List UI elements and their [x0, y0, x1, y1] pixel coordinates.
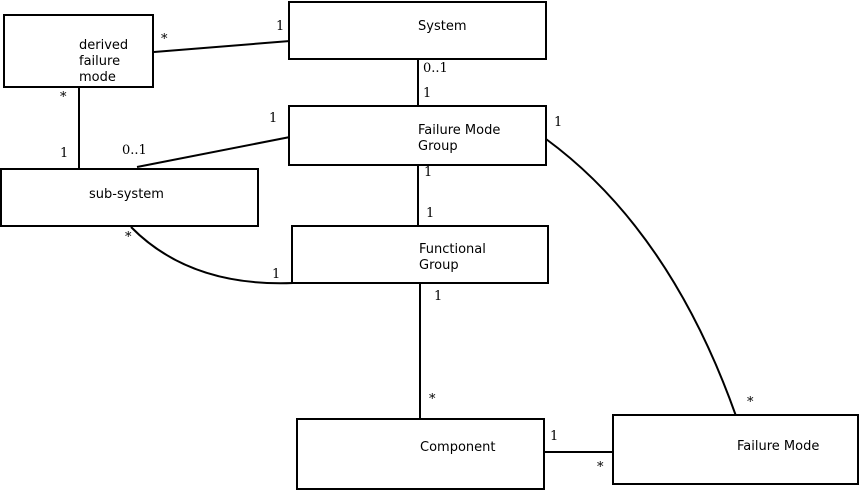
mult-derived-failure-mode-sub-system-source: *	[60, 90, 67, 105]
node-label-line: Component	[420, 440, 496, 455]
node-label-line: System	[418, 19, 467, 34]
node-label-line: Functional	[419, 242, 486, 257]
mult-failure-mode-group-functional-group-target: 1	[426, 206, 435, 221]
mult-sub-system-functional-group-source: *	[125, 230, 132, 245]
edge-derived-failure-mode-system	[153, 40, 291, 53]
mult-derived-failure-mode-system-source: *	[161, 32, 168, 47]
mult-sub-system-failure-mode-group-source: 0..1	[122, 143, 147, 158]
node-label-line: derived	[79, 38, 129, 53]
node-label-line: Failure Mode	[737, 439, 820, 454]
mult-component-failure-mode-target: *	[597, 460, 604, 475]
node-derived-failure-mode[interactable]: derived failure mode	[3, 14, 154, 88]
edge-failure-mode-group-failure-mode	[545, 138, 737, 417]
mult-sub-system-functional-group-target: 1	[272, 267, 281, 282]
node-label-line: Group	[418, 139, 458, 154]
node-functional-group[interactable]: Functional Group	[291, 225, 549, 284]
node-label-line: Failure Mode	[418, 123, 501, 138]
mult-component-failure-mode-source: 1	[550, 429, 559, 444]
node-label-line: sub-system	[89, 187, 164, 202]
node-sub-system[interactable]: sub-system	[0, 168, 259, 227]
edge-sub-system-failure-mode-group	[136, 136, 291, 168]
mult-derived-failure-mode-system-target: 1	[276, 19, 285, 34]
node-component[interactable]: Component	[296, 418, 545, 490]
node-label-line: mode	[79, 70, 116, 85]
mult-sub-system-failure-mode-group-target: 1	[269, 111, 278, 126]
mult-system-failure-mode-group-source: 0..1	[423, 61, 448, 76]
edge-sub-system-functional-group	[130, 226, 294, 285]
node-label-line: Group	[419, 258, 459, 273]
node-system[interactable]: System	[288, 1, 547, 60]
mult-failure-mode-group-functional-group-source: 1	[424, 165, 433, 180]
mult-functional-group-component-target: *	[429, 392, 436, 407]
node-failure-mode-group[interactable]: Failure Mode Group	[288, 105, 547, 166]
node-label-line: failure	[79, 54, 121, 69]
mult-failure-mode-group-failure-mode-target: *	[747, 395, 754, 410]
mult-derived-failure-mode-sub-system-target: 1	[60, 146, 69, 161]
mult-failure-mode-group-failure-mode-source: 1	[554, 115, 563, 130]
node-failure-mode[interactable]: Failure Mode	[612, 414, 859, 485]
mult-functional-group-component-source: 1	[434, 289, 443, 304]
mult-system-failure-mode-group-target: 1	[423, 86, 432, 101]
